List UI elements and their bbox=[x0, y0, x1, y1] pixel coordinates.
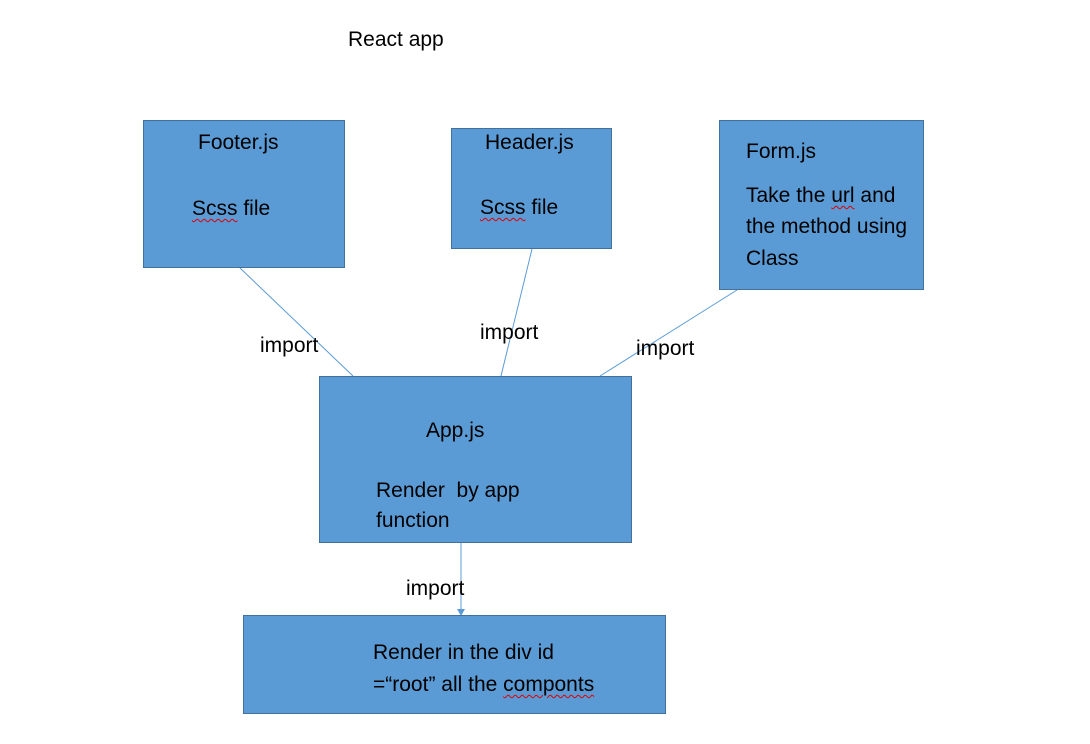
form-line-1-post: and bbox=[854, 184, 896, 207]
edge-label-form-app: import bbox=[636, 337, 695, 360]
header-box: Header.js Scss file bbox=[451, 128, 612, 249]
connector-header-app bbox=[500, 248, 533, 377]
edge-label-app-root: import bbox=[406, 577, 465, 600]
diagram-title: React app bbox=[348, 28, 444, 51]
footer-box: Footer.js Scss file bbox=[143, 120, 345, 268]
header-title: Header.js bbox=[485, 131, 574, 154]
app-title: App.js bbox=[426, 419, 485, 442]
footer-scss-word: Scss bbox=[192, 197, 238, 220]
arrowhead-app-root bbox=[457, 609, 465, 616]
root-line-2-pre: =“root” all the bbox=[373, 673, 504, 696]
app-box: App.js Render by app function bbox=[319, 376, 632, 543]
edge-label-header-app: import bbox=[480, 321, 539, 344]
edge-label-footer-app: import bbox=[260, 334, 319, 357]
form-line-1: Take the url and bbox=[746, 183, 895, 208]
connector-form-app bbox=[599, 289, 738, 377]
form-box: Form.js Take the url and the method usin… bbox=[719, 120, 924, 290]
form-line-3: Class bbox=[746, 247, 799, 270]
root-render-box: Render in the div id =“root” all the com… bbox=[243, 615, 666, 714]
footer-scss-line: Scss file bbox=[192, 196, 270, 221]
form-line-2: the method using bbox=[746, 215, 908, 238]
app-line-2: function bbox=[376, 509, 450, 532]
connector-footer-app bbox=[239, 267, 354, 377]
header-scss-line: Scss file bbox=[480, 195, 558, 220]
form-title: Form.js bbox=[746, 140, 816, 163]
header-scss-word: Scss bbox=[480, 196, 526, 219]
root-componts-word: componts bbox=[503, 673, 595, 696]
root-line-1: Render in the div id bbox=[373, 641, 554, 664]
form-line-1-pre: Take the bbox=[746, 184, 832, 207]
form-url-word: url bbox=[831, 184, 855, 207]
footer-file-word: file bbox=[237, 197, 271, 220]
app-line-1: Render by app bbox=[376, 479, 520, 502]
footer-title: Footer.js bbox=[198, 131, 279, 154]
header-file-word: file bbox=[525, 196, 559, 219]
root-line-2: =“root” all the componts bbox=[373, 672, 594, 697]
